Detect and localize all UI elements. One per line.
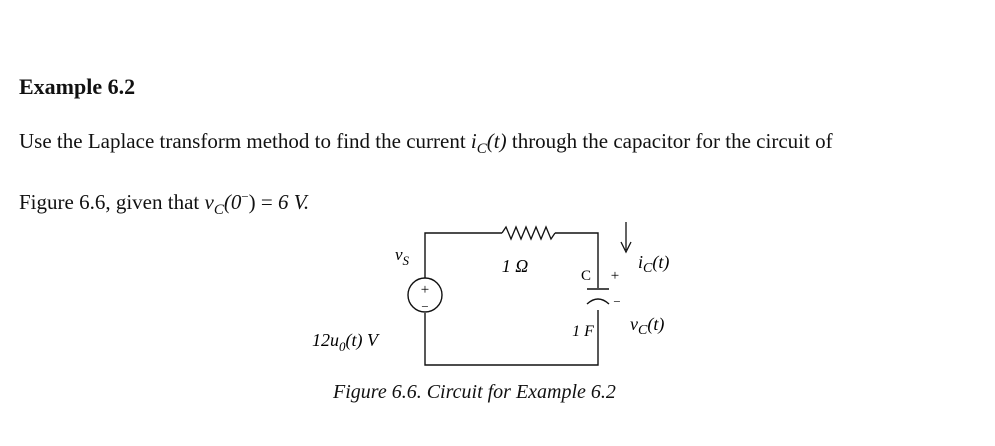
problem-statement: Use the Laplace transform method to find…	[19, 118, 989, 234]
current-var-i: i	[470, 129, 477, 153]
voltage-source-symbol	[407, 277, 443, 313]
current-arrow-icon	[620, 222, 632, 254]
voltage-close: )	[248, 190, 256, 214]
resistor-label: 1 Ω	[502, 256, 529, 276]
circuit-diagram: + − C + − 1 F 1 Ω vS 12u0(t) V iC(t) vC(…	[312, 222, 669, 366]
source-minus-sign: −	[421, 299, 428, 314]
voltage-var-sub: C	[213, 202, 224, 218]
current-label-arg: (t)	[652, 252, 669, 273]
voltage-label-v: v	[630, 314, 638, 334]
line1-text-b: through the capacitor for the circuit of	[506, 129, 833, 153]
capacitor-plus-sign: +	[611, 268, 619, 284]
capacitor-value: 1 F	[572, 323, 594, 340]
current-label: iC(t)	[638, 252, 669, 276]
current-label-sub: C	[643, 261, 653, 276]
source-value-tail: (t) V	[346, 330, 380, 351]
voltage-sup-minus: −	[241, 189, 249, 204]
initial-voltage-value: 6 V.	[278, 190, 310, 214]
voltage-var-v: v	[204, 190, 214, 214]
equals-sign: =	[255, 190, 279, 214]
source-label-v: v	[395, 245, 403, 264]
line1-text-a: Use the Laplace transform method to find…	[19, 129, 471, 153]
example-heading: Example 6.2	[19, 74, 136, 99]
current-var-arg: (t)	[486, 129, 507, 153]
voltage-open: (0	[223, 190, 242, 214]
source-plus-sign: +	[421, 282, 429, 298]
source-value-sub: 0	[339, 339, 346, 354]
circuit-wires	[424, 232, 599, 366]
source-label-sub: S	[403, 253, 410, 268]
line2-text-a: Figure 6.6, given that	[19, 190, 205, 214]
capacitor-bottom-plate	[586, 298, 610, 305]
figure-caption: Figure 6.6. Circuit for Example 6.2	[333, 381, 616, 403]
source-value-label: 12u0(t) V	[312, 330, 380, 354]
current-var-sub: C	[476, 141, 487, 157]
capacitor-letter: C	[581, 268, 591, 284]
resistor-symbol	[501, 225, 556, 241]
voltage-label-sub: C	[638, 323, 648, 338]
voltage-label-arg: (t)	[647, 314, 664, 335]
voltage-label: vC(t)	[630, 314, 664, 338]
source-label: vS	[395, 245, 410, 268]
source-value-main: 12u	[312, 330, 339, 350]
capacitor-minus-sign: −	[613, 294, 620, 309]
current-label-i: i	[638, 252, 643, 272]
